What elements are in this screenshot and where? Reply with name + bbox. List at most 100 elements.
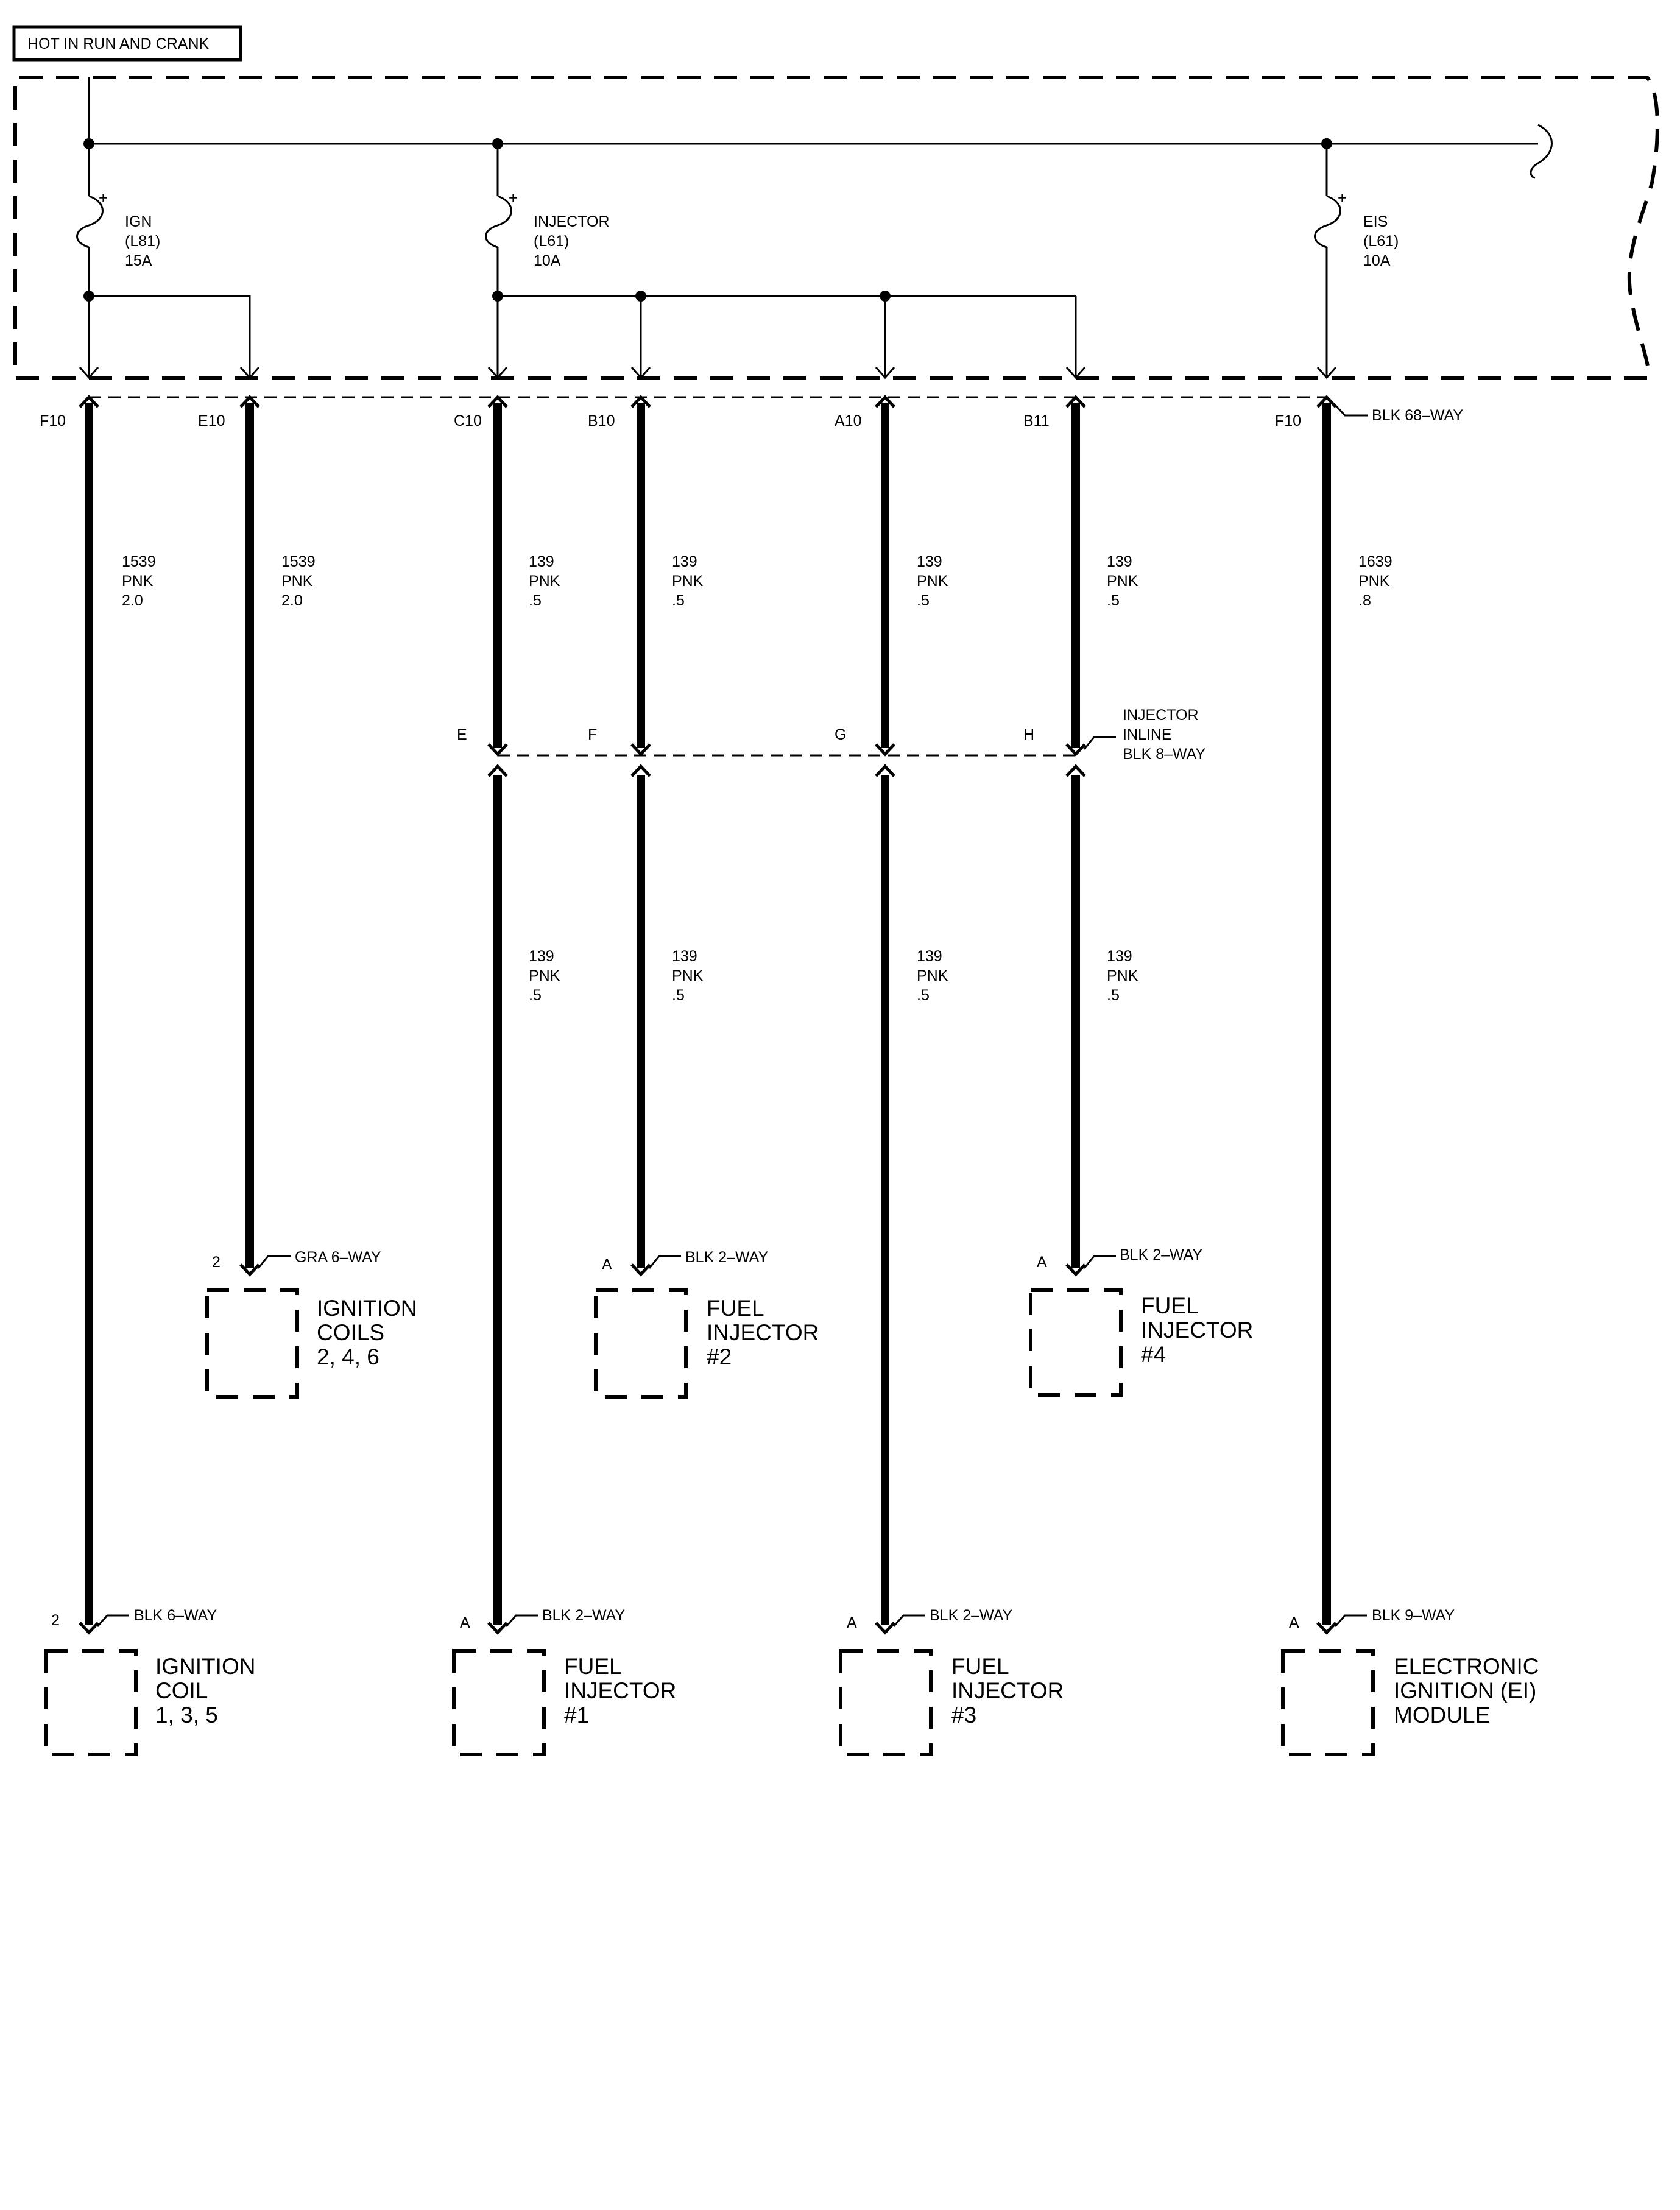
inline-connector-tag bbox=[1083, 736, 1116, 750]
svg-text:E10: E10 bbox=[198, 412, 225, 429]
svg-text:139: 139 bbox=[917, 553, 942, 570]
svg-text:PNK: PNK bbox=[1358, 573, 1390, 590]
svg-text:.5: .5 bbox=[917, 987, 930, 1004]
svg-text:INJECTOR: INJECTOR bbox=[707, 1320, 819, 1345]
svg-text:2.0: 2.0 bbox=[122, 592, 143, 609]
svg-text:PNK: PNK bbox=[1107, 573, 1138, 590]
svg-text:IGN: IGN bbox=[125, 213, 152, 230]
component-coil-135: 2 BLK 6–WAY IGNITION COIL 1, 3, 5 bbox=[44, 1607, 255, 1756]
svg-text:INJECTOR: INJECTOR bbox=[1141, 1318, 1253, 1343]
svg-text:FUEL: FUEL bbox=[951, 1654, 1009, 1679]
svg-text:A: A bbox=[847, 1614, 857, 1631]
svg-text:GRA 6–WAY: GRA 6–WAY bbox=[295, 1249, 381, 1266]
svg-text:COILS: COILS bbox=[317, 1320, 384, 1345]
component-injector-3: A BLK 2–WAY FUEL INJECTOR #3 bbox=[839, 1607, 1064, 1756]
fuse-icon bbox=[485, 195, 512, 249]
svg-text:PNK: PNK bbox=[529, 967, 560, 984]
svg-text:1, 3, 5: 1, 3, 5 bbox=[155, 1703, 218, 1728]
svg-text:(L61): (L61) bbox=[534, 233, 569, 250]
svg-text:A: A bbox=[1289, 1614, 1299, 1631]
component-ei-module: A BLK 9–WAY ELECTRONIC IGNITION (EI) MOD… bbox=[1281, 1607, 1539, 1756]
fuse-block-outline bbox=[13, 76, 1659, 380]
svg-text:IGNITION (EI): IGNITION (EI) bbox=[1394, 1678, 1536, 1703]
svg-text:PNK: PNK bbox=[1107, 967, 1138, 984]
inline-pin-labels: E F G H bbox=[457, 726, 1034, 743]
svg-text:BLK 9–WAY: BLK 9–WAY bbox=[1372, 1607, 1455, 1624]
upper-wire-labels: 1539 PNK 2.0 1539 PNK 2.0 139 PNK .5 139… bbox=[122, 553, 1392, 609]
svg-text:139: 139 bbox=[1107, 948, 1132, 965]
fuse-ign: + IGN (L81) 15A bbox=[76, 144, 251, 376]
pcm-connector-tag bbox=[1334, 404, 1368, 417]
svg-text:MODULE: MODULE bbox=[1394, 1703, 1490, 1728]
svg-text:INLINE: INLINE bbox=[1123, 726, 1172, 743]
svg-text:.5: .5 bbox=[529, 592, 542, 609]
svg-text:2: 2 bbox=[51, 1612, 60, 1629]
bus-break-icon bbox=[1530, 124, 1553, 179]
svg-text:.5: .5 bbox=[917, 592, 930, 609]
inline-terminals bbox=[487, 743, 1086, 777]
svg-text:A: A bbox=[1037, 1254, 1047, 1271]
svg-text:H: H bbox=[1023, 726, 1034, 743]
svg-text:15A: 15A bbox=[125, 252, 152, 269]
svg-text:PNK: PNK bbox=[529, 573, 560, 590]
svg-text:#2: #2 bbox=[707, 1344, 732, 1369]
svg-text:ELECTRONIC: ELECTRONIC bbox=[1394, 1654, 1539, 1679]
svg-text:PNK: PNK bbox=[672, 573, 704, 590]
header-box bbox=[12, 25, 242, 62]
svg-text:FUEL: FUEL bbox=[707, 1296, 764, 1321]
fuse-eis: + EIS (L61) 10A bbox=[1314, 144, 1399, 376]
svg-text:INJECTOR: INJECTOR bbox=[534, 213, 610, 230]
svg-text:(L81): (L81) bbox=[125, 233, 160, 250]
component-injector-1: A BLK 2–WAY FUEL INJECTOR #1 bbox=[452, 1607, 676, 1756]
svg-text:F10: F10 bbox=[40, 412, 66, 429]
svg-text:+: + bbox=[509, 189, 518, 207]
svg-text:2: 2 bbox=[212, 1254, 221, 1271]
svg-text:B11: B11 bbox=[1023, 412, 1050, 429]
svg-text:PNK: PNK bbox=[672, 967, 704, 984]
fuse-icon bbox=[1314, 195, 1341, 249]
svg-text:F10: F10 bbox=[1275, 412, 1301, 429]
wires bbox=[85, 403, 1331, 1625]
header-title: HOT IN RUN AND CRANK bbox=[27, 35, 210, 52]
svg-text:BLK 2–WAY: BLK 2–WAY bbox=[1120, 1246, 1202, 1263]
svg-text:#3: #3 bbox=[951, 1703, 976, 1728]
svg-text:2, 4, 6: 2, 4, 6 bbox=[317, 1344, 379, 1369]
svg-text:+: + bbox=[1338, 189, 1347, 207]
svg-text:1539: 1539 bbox=[281, 553, 316, 570]
svg-text:G: G bbox=[835, 726, 846, 743]
svg-text:IGNITION: IGNITION bbox=[155, 1654, 255, 1679]
svg-text:FUEL: FUEL bbox=[1141, 1293, 1199, 1318]
svg-text:A: A bbox=[602, 1256, 612, 1273]
fuse-icon bbox=[76, 195, 104, 249]
svg-text:INJECTOR: INJECTOR bbox=[951, 1678, 1064, 1703]
svg-text:COIL: COIL bbox=[155, 1678, 208, 1703]
svg-text:#4: #4 bbox=[1141, 1342, 1166, 1367]
lower-wire-labels: 139 PNK .5 139 PNK .5 139 PNK .5 139 PNK… bbox=[529, 948, 1138, 1004]
svg-text:.5: .5 bbox=[529, 987, 542, 1004]
component-coils-246: 2 GRA 6–WAY IGNITION COILS 2, 4, 6 bbox=[205, 1249, 417, 1399]
svg-text:E: E bbox=[457, 726, 467, 743]
svg-text:BLK 2–WAY: BLK 2–WAY bbox=[930, 1607, 1012, 1624]
svg-text:1539: 1539 bbox=[122, 553, 156, 570]
svg-text:139: 139 bbox=[529, 948, 554, 965]
svg-text:2.0: 2.0 bbox=[281, 592, 303, 609]
component-injector-4: A BLK 2–WAY FUEL INJECTOR #4 bbox=[1029, 1246, 1253, 1397]
pcm-connector-label: BLK 68–WAY bbox=[1372, 407, 1463, 424]
svg-text:BLK 2–WAY: BLK 2–WAY bbox=[542, 1607, 625, 1624]
component-injector-2: A BLK 2–WAY FUEL INJECTOR #2 bbox=[594, 1249, 819, 1399]
svg-text:139: 139 bbox=[917, 948, 942, 965]
pcm-terminals bbox=[79, 395, 1337, 408]
svg-text:10A: 10A bbox=[534, 252, 561, 269]
svg-text:PNK: PNK bbox=[917, 967, 948, 984]
svg-text:PNK: PNK bbox=[281, 573, 313, 590]
svg-text:B10: B10 bbox=[588, 412, 615, 429]
svg-text:139: 139 bbox=[672, 948, 697, 965]
svg-text:1639: 1639 bbox=[1358, 553, 1392, 570]
inline-connector-label: INJECTOR INLINE BLK 8–WAY bbox=[1123, 707, 1205, 763]
connector-arrows bbox=[79, 367, 1337, 380]
svg-text:A10: A10 bbox=[835, 412, 861, 429]
svg-text:.5: .5 bbox=[1107, 592, 1120, 609]
svg-text:INJECTOR: INJECTOR bbox=[1123, 707, 1199, 724]
svg-text:A: A bbox=[460, 1614, 470, 1631]
svg-text:.5: .5 bbox=[1107, 987, 1120, 1004]
